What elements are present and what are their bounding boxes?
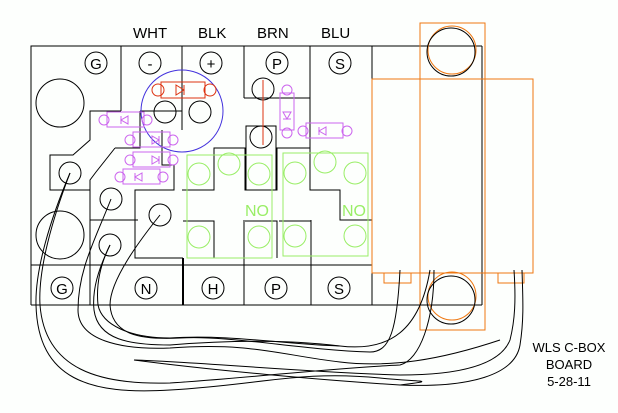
- title-block: WLS C-BOX BOARD 5-28-11: [533, 340, 606, 389]
- title-line-2: BOARD: [546, 357, 592, 372]
- diode-1: [98, 111, 153, 128]
- diode-red: [151, 81, 217, 99]
- pad-minus: [153, 100, 177, 124]
- terminal-top-s[interactable]: [328, 51, 352, 75]
- wire-label-blk: BLK: [198, 25, 226, 42]
- wire-label-brn: BRN: [257, 25, 289, 42]
- svg-text:H: H: [208, 281, 219, 298]
- diodes-purple: [98, 84, 353, 185]
- relay-1: NO: [186, 152, 273, 259]
- title-line-3: 5-28-11: [547, 374, 591, 389]
- terminal-bottom-h[interactable]: [201, 276, 225, 300]
- svg-text:+: +: [207, 56, 216, 73]
- terminal-top-plus[interactable]: [199, 51, 223, 75]
- svg-text:S: S: [334, 281, 344, 298]
- terminal-top-minus[interactable]: [138, 51, 162, 75]
- board-outline: [30, 45, 483, 306]
- mount-hole-lower-left: [35, 210, 85, 260]
- diode-4: [114, 168, 169, 185]
- bridge-rectifier-outline: [140, 69, 224, 153]
- svg-text:G: G: [56, 281, 68, 298]
- svg-text:S: S: [335, 56, 345, 73]
- mount-hole-upper-left: [35, 78, 85, 128]
- terminal-bottom-p[interactable]: [264, 276, 288, 300]
- wire-label-wht: WHT: [133, 25, 167, 42]
- relay-1-label: NO: [245, 203, 269, 220]
- diode-3: [124, 151, 179, 168]
- title-line-1: WLS C-BOX: [533, 340, 606, 355]
- wire-label-blu: BLU: [321, 25, 350, 42]
- mounting-bracket: [371, 22, 534, 331]
- pad-h: [148, 203, 172, 227]
- mounting-holes: [35, 77, 275, 260]
- standoff-bottom: [426, 275, 476, 325]
- terminal-bottom-n[interactable]: [134, 276, 158, 300]
- diode-6: [297, 122, 353, 139]
- pad-g: [58, 161, 82, 185]
- terminal-bottom-g[interactable]: [50, 276, 74, 300]
- diode-2: [124, 131, 179, 148]
- top-terminals: G - + P S: [84, 51, 352, 75]
- pad-p-mid: [249, 125, 273, 149]
- pad-plus: [188, 100, 212, 124]
- pad-n1: [99, 187, 123, 211]
- relay-2: NO: [282, 150, 369, 257]
- diode-5: [279, 84, 295, 139]
- svg-text:P: P: [271, 281, 281, 298]
- relay-2-label: NO: [342, 203, 366, 220]
- svg-text:P: P: [272, 56, 282, 73]
- terminal-top-p[interactable]: [265, 51, 289, 75]
- svg-text:N: N: [141, 281, 152, 298]
- standoff-top: [426, 27, 476, 77]
- pad-n2: [98, 233, 122, 257]
- terminal-top-g[interactable]: [84, 51, 108, 75]
- svg-text:-: -: [148, 56, 153, 73]
- terminal-bottom-s[interactable]: [327, 276, 351, 300]
- trace-pads: [49, 110, 372, 259]
- svg-text:G: G: [90, 56, 102, 73]
- bottom-terminals: G N H P S: [50, 276, 351, 300]
- wire-harness: [35, 172, 524, 392]
